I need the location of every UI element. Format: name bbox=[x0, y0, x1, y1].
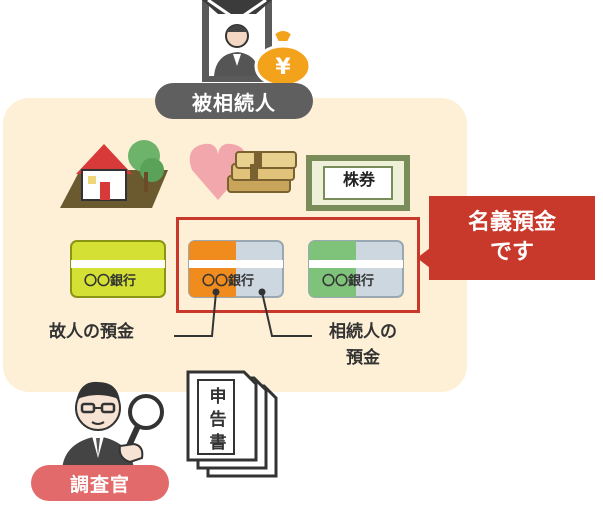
inspector-magnifier-icon bbox=[62, 381, 164, 470]
tax-return-char-1: 申 bbox=[209, 387, 227, 407]
heir-deposit-line-1: 相続人の bbox=[329, 322, 397, 342]
deceased-portrait-icon bbox=[202, 0, 272, 82]
tax-return-char-3: 書 bbox=[209, 433, 227, 453]
inspector-badge: 調査官 bbox=[31, 465, 169, 501]
svg-text:¥: ¥ bbox=[275, 55, 291, 80]
callout-line-1: 名義預金 bbox=[467, 210, 556, 235]
bankbook-orange-icon bbox=[188, 240, 284, 298]
callout-line-2: です bbox=[489, 240, 534, 265]
house-icon bbox=[60, 140, 168, 208]
bankbook-2-label: 〇〇銀行 bbox=[202, 274, 255, 289]
heart-money-icon bbox=[189, 143, 297, 200]
heir-deposit-line-2: 預金 bbox=[346, 348, 380, 368]
tax-return-char-2: 告 bbox=[209, 410, 227, 430]
callout-pointer bbox=[417, 248, 430, 268]
heir-badge: 被相続人 bbox=[155, 83, 313, 119]
tax-return-document-icon bbox=[186, 370, 278, 478]
stock-certificate-label: 株券 bbox=[342, 170, 375, 189]
tax-return-label: 申 告 書 bbox=[204, 386, 232, 455]
bankbook-3-label: 〇〇銀行 bbox=[322, 274, 375, 289]
nominee-deposit-callout: 名義預金 です bbox=[429, 196, 595, 280]
stock-certificate-icon bbox=[306, 155, 410, 211]
heir-deposit-label: 相続人の 預金 bbox=[321, 319, 405, 371]
bankbook-1-label: 〇〇銀行 bbox=[84, 274, 137, 289]
bankbook-green-icon bbox=[308, 240, 404, 298]
deceased-deposit-label: 故人の預金 bbox=[49, 322, 134, 342]
bankbook-deceased-icon bbox=[70, 240, 166, 298]
